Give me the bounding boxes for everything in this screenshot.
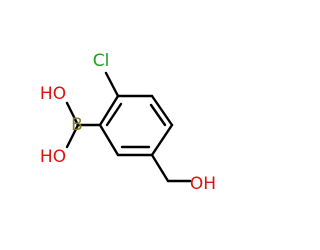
double-bond-c6-c1: [105, 102, 123, 127]
hydroxymethyl-oh-label: OH: [190, 174, 216, 194]
double-bond-c2-c3: [149, 103, 167, 127]
bond-c1-cl: [104, 71, 120, 98]
hydroxyl-upper-label: HO: [40, 84, 66, 104]
bond-c3-c4: [150, 123, 174, 157]
molecule-diagram: Cl B HO HO OH: [39, 51, 217, 194]
bond-c4-ch2: [150, 153, 170, 183]
bond-c2-c3: [150, 94, 174, 127]
structure-svg: Cl B HO HO OH: [40, 51, 216, 194]
chlorine-atom-label: Cl: [93, 51, 110, 71]
hydroxyl-lower-label: HO: [40, 147, 66, 167]
bond-b-oh-lower: [65, 123, 80, 149]
bond-b-oh-upper: [65, 101, 80, 127]
bond-c5-c6: [98, 123, 120, 157]
boron-atom-label: B: [71, 115, 83, 135]
bond-c6-c1: [98, 94, 120, 127]
